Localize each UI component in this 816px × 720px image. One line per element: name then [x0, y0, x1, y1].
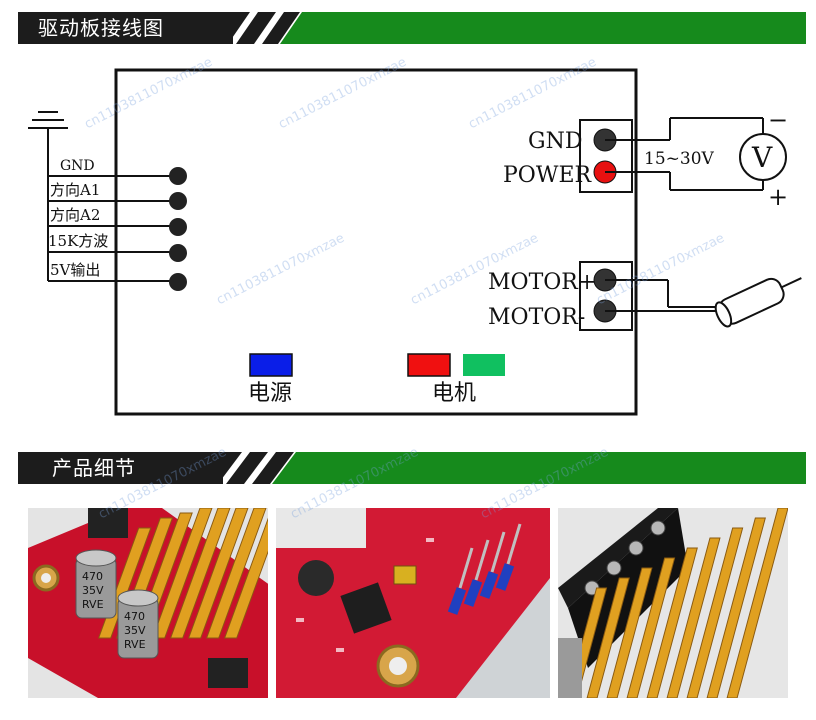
power-terminal-label: POWER: [503, 163, 593, 188]
section-title-wiring: 驱动板接线图: [38, 16, 164, 40]
capacitor-marking: 35V: [82, 584, 104, 597]
power-indicator-label: 电源: [248, 381, 292, 406]
meter-minus-sign: −: [768, 106, 788, 134]
capacitor-marking: 470: [124, 610, 145, 623]
capacitor-marking: RVE: [82, 598, 104, 611]
left-pin-label: 5V输出: [50, 261, 100, 279]
meter-plus-sign: +: [768, 183, 788, 211]
wiring-diagram: GND 方向A1 方向A2 15K方波 5V输出 GND POWER V 15~…: [28, 68, 802, 416]
motor-indicator-led-green: [463, 354, 505, 376]
product-photo-pcb: [276, 508, 550, 698]
voltmeter-symbol: V: [751, 141, 773, 174]
product-photo-terminal: [558, 508, 788, 698]
capacitor-marking: RVE: [124, 638, 146, 651]
left-pin-label: GND: [60, 158, 95, 174]
header-bar-graphic: [18, 452, 806, 484]
motor-terminal-label: MOTOR-: [488, 305, 585, 330]
pin-dot-pwm: [169, 244, 187, 262]
motor-indicator-led-red: [407, 353, 451, 377]
left-pin-label: 15K方波: [48, 232, 108, 250]
power-terminal-label: GND: [528, 129, 582, 154]
motor-terminal-block: [579, 261, 633, 331]
section-header-details: 产品细节: [18, 452, 806, 484]
pin-dot-gnd: [169, 167, 187, 185]
capacitor-marking: 35V: [124, 624, 146, 637]
pin-dot-5v: [169, 273, 187, 291]
voltage-range-label: 15~30V: [644, 149, 715, 169]
capacitor-marking: 470: [82, 570, 103, 583]
left-pin-label: 方向A1: [50, 181, 100, 199]
board-outline: [114, 68, 638, 416]
left-pin-label: 方向A2: [50, 206, 100, 224]
section-header-wiring: 驱动板接线图: [18, 12, 806, 44]
motor-icon: [714, 277, 802, 328]
section-title-details: 产品细节: [52, 456, 136, 480]
motor-terminal-label: MOTOR+: [488, 270, 596, 295]
motor-indicator-label: 电机: [432, 381, 476, 406]
pin-dot-a1: [169, 192, 187, 210]
product-photo-capacitors: 470 35V RVE 470 35V RVE: [28, 508, 268, 698]
pin-dot-a2: [169, 218, 187, 236]
power-indicator-led: [249, 353, 293, 377]
header-bar-graphic: [18, 12, 806, 44]
ground-symbol-icon: [28, 111, 68, 176]
power-terminal-block: [579, 119, 633, 193]
voltmeter-icon: [739, 133, 787, 181]
